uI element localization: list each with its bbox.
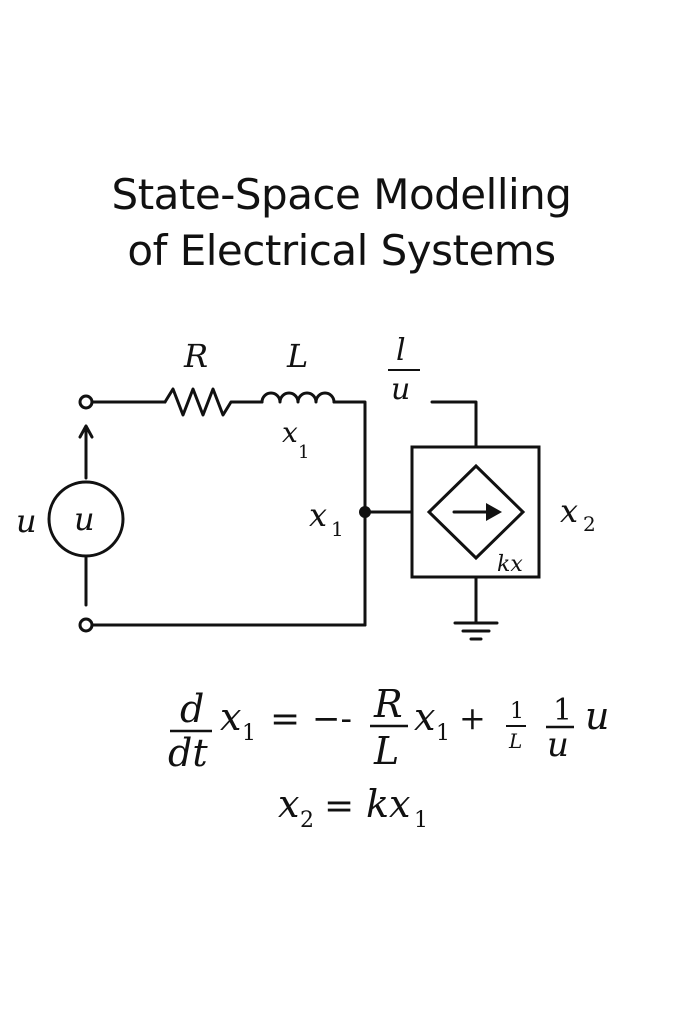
eq1-minus: −- [312,699,352,739]
arrow-icon [78,424,94,439]
eq1-plus: + [459,699,486,737]
eq2-eq: = [324,786,354,827]
bottom-terminal [78,617,94,633]
dependent-arrow-head [486,503,502,521]
eq1-dt: dt [168,731,208,775]
eq1-one-a: 1 [510,699,524,724]
eq2-kx: kx [366,782,410,826]
source-outer-label: u [16,502,37,540]
top-terminal [78,394,94,410]
feed-wire [430,400,478,449]
node-label: x [309,496,327,534]
output-label-sub: 2 [583,512,596,536]
eq1-R: R [373,682,403,726]
eq1-eq: = [270,699,300,740]
voltage-source-icon [47,480,125,558]
resistor-icon [163,387,264,417]
resistor-label: R [183,337,208,375]
dependent-source-label: kx [497,552,523,577]
eq1-one-b: 1 [553,693,572,728]
eq2-sub: 2 [300,808,314,833]
eq2-sub2: 1 [414,808,428,833]
eq2-x: x [278,782,299,826]
eq1-sub: 1 [242,721,256,746]
inductor-state-label: x [282,416,298,449]
title-line-2: of Electrical Systems [127,226,556,275]
eq1-u: u [585,694,609,738]
eq1-u-den: u [547,725,569,765]
output-label: x [560,492,578,530]
source-inner-label: u [74,500,95,538]
title-line-1: State-Space Modelling [111,170,572,219]
top-wire-right [332,400,367,627]
eq1-sub2: 1 [436,721,450,746]
eq1-x2: x [414,695,435,739]
feed-fraction-den: u [391,372,410,407]
node-label-sub: 1 [331,517,344,541]
equation-1: d dt x 1 = −- R L x 1 + 1 L 1 u u [168,682,609,775]
inductor-label: L [286,337,308,375]
eq1-x: x [220,695,241,739]
eq1-d: d [180,687,204,731]
inductor-state-sub: 1 [298,442,309,463]
feed-fraction-num: l [396,333,406,368]
inductor-icon [260,391,336,404]
equation-2: x 2 = kx 1 [278,782,428,833]
eq1-L: L [373,729,399,773]
eq1-L-small: L [508,729,522,753]
ground-icon [453,621,499,641]
